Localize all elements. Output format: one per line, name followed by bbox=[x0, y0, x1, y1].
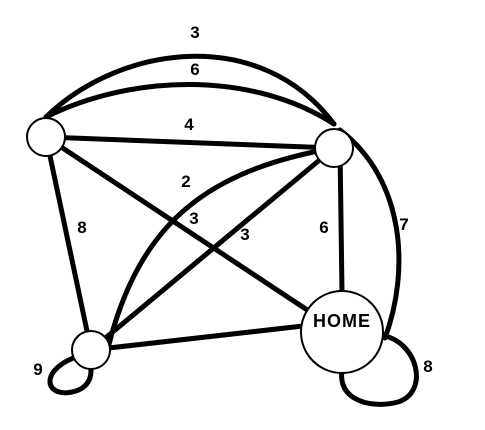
edge-tr-home-straight bbox=[337, 145, 345, 295]
edge-tr-home-curve bbox=[337, 127, 402, 341]
weight-tl-home: 3 bbox=[189, 209, 198, 228]
weight-tr-home-straight: 6 bbox=[319, 218, 328, 237]
edge-bl-loop bbox=[47, 352, 94, 396]
node-bottom-left bbox=[71, 330, 111, 370]
weight-tl-tr-outer: 3 bbox=[190, 23, 199, 42]
node-home bbox=[300, 290, 384, 374]
weight-tl-tr-middle: 6 bbox=[190, 60, 199, 79]
weight-tl-tr-straight: 4 bbox=[184, 115, 194, 134]
weight-tr-home-curve: 7 bbox=[399, 215, 408, 234]
edge-tr-bl-straight bbox=[88, 145, 337, 353]
node-top-right bbox=[314, 128, 354, 168]
edge-tl-tr-middle bbox=[43, 82, 337, 127]
edge-tl-bl bbox=[43, 134, 94, 353]
weight-tr-bl-curve: 2 bbox=[181, 172, 190, 191]
weight-tr-bl-straight: 3 bbox=[240, 225, 249, 244]
weight-home-loop: 8 bbox=[423, 357, 432, 376]
edge-bl-home bbox=[88, 323, 306, 353]
edge-tr-bl-curve bbox=[105, 145, 337, 351]
weight-bl-loop: 9 bbox=[33, 360, 42, 379]
home-label: HOME bbox=[313, 311, 371, 331]
edge-tl-tr-outer bbox=[43, 53, 337, 127]
edge-tl-tr-straight bbox=[43, 134, 337, 151]
edge-home-loop bbox=[339, 332, 419, 407]
edge-tl-home bbox=[43, 134, 345, 336]
node-top-left bbox=[26, 117, 66, 157]
weight-tl-bl: 8 bbox=[77, 218, 86, 237]
